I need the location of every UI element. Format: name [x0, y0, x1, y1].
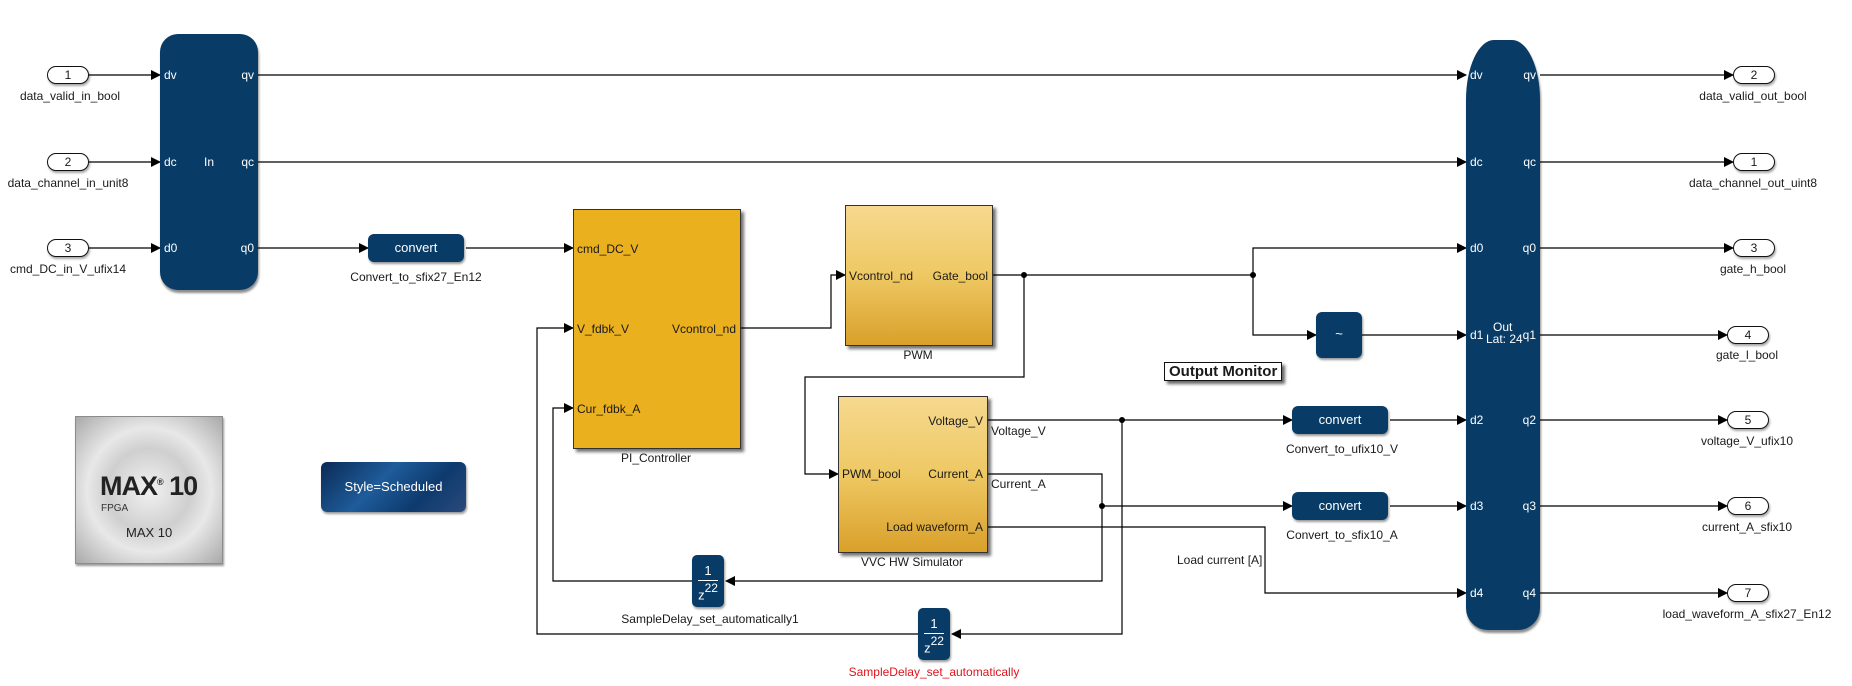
signal-label-voltage: Voltage_V — [991, 424, 1046, 438]
sim-port-pwm: PWM_bool — [842, 467, 901, 481]
out-port-d3: d3 — [1470, 499, 1484, 513]
outport-5-label: voltage_V_ufix10 — [1700, 434, 1794, 448]
out-port-q4: q4 — [1522, 586, 1536, 600]
out-block[interactable]: dv dc d0 d1 d2 d3 d4 Out Lat: 24 qv qc q… — [1466, 40, 1540, 630]
wire-vcontrol — [740, 270, 846, 329]
inport-1[interactable]: 1 — [47, 66, 89, 84]
out-port-q3: q3 — [1522, 499, 1536, 513]
max10-logo: MAX® 10 — [100, 471, 198, 501]
out-port-q2: q2 — [1522, 413, 1536, 427]
sample-delay-1-label: SampleDelay_set_automatically1 — [621, 612, 799, 626]
vvc-simulator-label: VVC HW Simulator — [860, 555, 964, 569]
in-port-dc: dc — [164, 155, 177, 169]
pi-port-vfdbk: V_fdbk_V — [577, 322, 630, 336]
signal-label-current: Current_A — [991, 477, 1046, 491]
out-port-d0: d0 — [1470, 241, 1484, 255]
out-port-d1: d1 — [1470, 328, 1484, 342]
max10-device-block[interactable]: MAX® 10 FPGA MAX 10 — [75, 416, 223, 564]
in-port-q0: q0 — [240, 241, 254, 255]
outport-7-label: load_waveform_A_sfix27_En12 — [1662, 607, 1832, 621]
in-port-qv: qv — [241, 68, 254, 82]
junction-gate — [1021, 272, 1027, 278]
pwm-block[interactable]: Vcontrol_nd Gate_bool — [845, 205, 993, 346]
outport-6-label: current_A_sfix10 — [1701, 520, 1793, 534]
inport-3-label: cmd_DC_in_V_ufix14 — [9, 262, 127, 276]
junction-current — [1099, 503, 1105, 509]
outport-1[interactable]: 1 — [1733, 153, 1775, 171]
delay-1-fraction-bar — [698, 580, 718, 581]
out-port-dc: dc — [1470, 155, 1483, 169]
inport-1-label: data_valid_in_bool — [19, 89, 121, 103]
out-port-d2: d2 — [1470, 413, 1484, 427]
sim-port-current: Current_A — [928, 467, 983, 481]
in-port-qc: qc — [241, 155, 254, 169]
outport-1-label: data_channel_out_uint8 — [1688, 176, 1818, 190]
max10-device-name: MAX 10 — [126, 525, 173, 540]
outport-3[interactable]: 3 — [1733, 239, 1775, 257]
in-port-dv: dv — [164, 68, 177, 82]
out-port-d4: d4 — [1470, 586, 1484, 600]
output-monitor-annotation: Output Monitor — [1164, 362, 1283, 381]
wire-gate-not — [1252, 275, 1317, 340]
junction-gate-not — [1250, 272, 1256, 278]
inport-2[interactable]: 2 — [47, 153, 89, 171]
out-port-qv: qv — [1523, 68, 1536, 82]
inport-2-label: data_channel_in_unit8 — [7, 176, 129, 190]
sim-port-voltage: Voltage_V — [928, 414, 983, 428]
in-block[interactable]: dv dc d0 In qv qc q0 — [160, 34, 258, 290]
out-block-title: Out — [1493, 320, 1513, 334]
outport-7[interactable]: 7 — [1727, 584, 1769, 602]
pwm-label: PWM — [903, 348, 933, 362]
sample-delay-2-block[interactable]: 1 z22 — [918, 608, 950, 660]
sample-delay-2-label: SampleDelay_set_automatically — [848, 665, 1020, 679]
out-port-q1: q1 — [1522, 328, 1536, 342]
logical-not-block[interactable]: ~ — [1316, 312, 1362, 358]
outport-2[interactable]: 2 — [1733, 66, 1775, 84]
in-block-title: In — [204, 155, 215, 169]
convert-sfix10-label: Convert_to_sfix10_A — [1286, 528, 1398, 542]
pwm-port-gate: Gate_bool — [932, 269, 988, 283]
delay-2-numerator: 1 — [930, 616, 938, 631]
delay-1-denominator: z22 — [698, 581, 718, 603]
style-scheduled-block[interactable]: Style=Scheduled — [321, 462, 466, 512]
inport-3[interactable]: 3 — [47, 239, 89, 257]
convert-sfix10-block[interactable]: convert — [1292, 492, 1388, 520]
in-port-d0: d0 — [164, 241, 178, 255]
out-port-q0: q0 — [1522, 241, 1536, 255]
signal-label-load: Load current [A] — [1177, 553, 1263, 567]
convert-ufix10-block[interactable]: convert — [1292, 406, 1388, 434]
sim-port-load: Load waveform_A — [886, 520, 983, 534]
out-block-latency: Lat: 24 — [1486, 332, 1523, 346]
pwm-port-vcontrol: Vcontrol_nd — [849, 269, 914, 283]
delay-2-fraction-bar — [924, 633, 944, 634]
pi-controller-block[interactable]: cmd_DC_V V_fdbk_V Cur_fdbk_A Vcontrol_nd — [573, 209, 741, 449]
out-port-dv: dv — [1470, 68, 1483, 82]
delay-1-numerator: 1 — [704, 563, 712, 578]
outport-4[interactable]: 4 — [1727, 326, 1769, 344]
vvc-simulator-block[interactable]: PWM_bool Voltage_V Current_A Load wavefo… — [838, 396, 988, 553]
outport-2-label: data_valid_out_bool — [1699, 89, 1807, 103]
outport-3-label: gate_h_bool — [1719, 262, 1787, 276]
junction-voltage — [1119, 417, 1125, 423]
outport-4-label: gate_l_bool — [1715, 348, 1779, 362]
pi-controller-label: PI_Controller — [620, 451, 692, 465]
convert-ufix10-label: Convert_to_ufix10_V — [1285, 442, 1399, 456]
wire-gate — [991, 243, 1467, 276]
sample-delay-1-block[interactable]: 1 z22 — [692, 555, 724, 607]
outport-5[interactable]: 5 — [1727, 411, 1769, 429]
pi-port-curfdbk: Cur_fdbk_A — [577, 402, 641, 416]
pi-port-vcontrol: Vcontrol_nd — [671, 322, 736, 336]
convert-sfix27-label: Convert_to_sfix27_En12 — [350, 270, 482, 284]
delay-2-denominator: z22 — [924, 634, 944, 656]
convert-sfix27-block[interactable]: convert — [368, 234, 464, 262]
max10-fpga-text: FPGA — [101, 503, 129, 514]
outport-6[interactable]: 6 — [1727, 497, 1769, 515]
pi-port-cmd: cmd_DC_V — [577, 242, 639, 256]
out-port-qc: qc — [1523, 155, 1536, 169]
